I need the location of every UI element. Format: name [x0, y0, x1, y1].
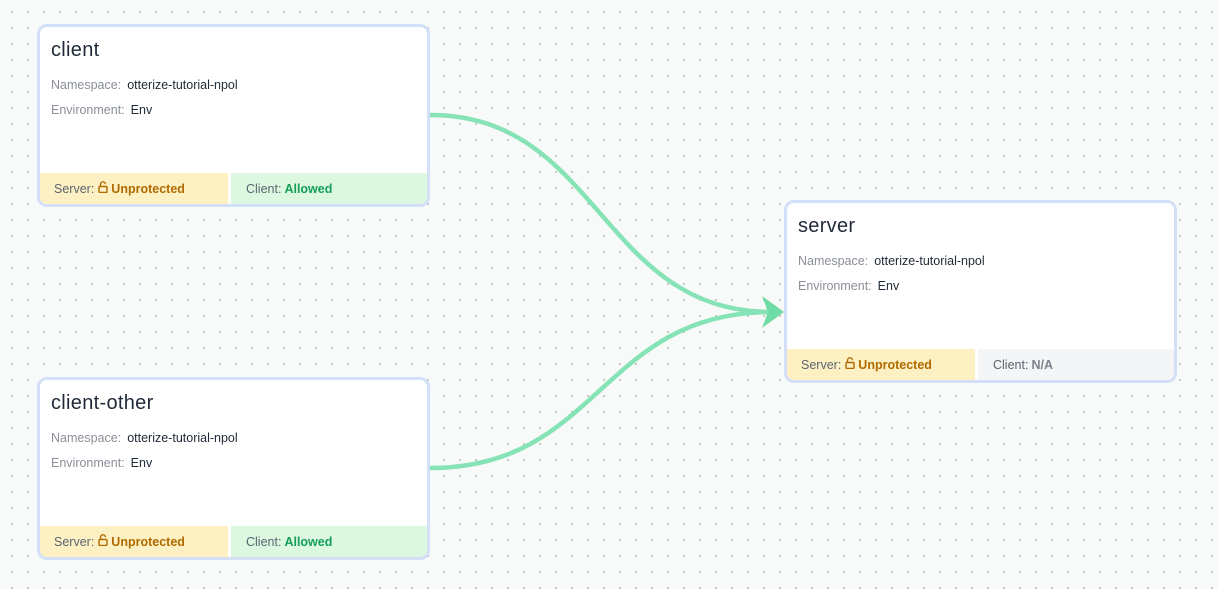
server-status-label: Server:	[801, 357, 842, 372]
namespace-row: Namespace: otterize-tutorial-npol	[51, 78, 238, 92]
status-bar: Server: Unprotected Client:Allowed	[40, 173, 427, 204]
client-status-label: Client:	[246, 181, 282, 196]
namespace-value: otterize-tutorial-npol	[874, 254, 985, 268]
environment-row: Environment: Env	[51, 456, 152, 470]
namespace-value: otterize-tutorial-npol	[127, 78, 238, 92]
server-status[interactable]: Server: Unprotected	[787, 349, 978, 380]
client-status-value: N/A	[1031, 357, 1053, 372]
client-status-value: Allowed	[284, 181, 333, 196]
server-status-value: Unprotected	[111, 534, 185, 549]
node-title: client	[51, 39, 100, 61]
environment-value: Env	[130, 456, 153, 470]
client-status[interactable]: Client:N/A	[978, 349, 1174, 380]
namespace-label: Namespace:	[51, 78, 122, 92]
server-status[interactable]: Server: Unprotected	[40, 526, 231, 557]
lock-open-icon	[845, 357, 855, 372]
node-client[interactable]: client Namespace:otterize-tutorial-npol …	[37, 24, 430, 207]
node-title: server	[798, 215, 856, 237]
environment-label: Environment:	[51, 103, 125, 117]
namespace-row: Namespace: otterize-tutorial-npol	[51, 431, 238, 445]
status-bar: Server: Unprotected Client:Allowed	[40, 526, 427, 557]
namespace-value: otterize-tutorial-npol	[127, 431, 238, 445]
lock-open-icon	[98, 181, 108, 196]
environment-label: Environment:	[51, 456, 125, 470]
client-status[interactable]: Client:Allowed	[231, 526, 427, 557]
arrow-head-icon	[762, 296, 784, 328]
server-status-label: Server:	[54, 181, 95, 196]
node-server[interactable]: server Namespace:otterize-tutorial-npol …	[784, 200, 1177, 383]
status-bar: Server: Unprotected Client:N/A	[787, 349, 1174, 380]
server-status-label: Server:	[54, 534, 95, 549]
environment-row: Environment: Env	[798, 279, 899, 293]
client-status-label: Client:	[246, 534, 282, 549]
edge-client-to-server[interactable]	[427, 112, 775, 315]
environment-row: Environment: Env	[51, 103, 152, 117]
client-status-label: Client:	[993, 357, 1029, 372]
namespace-label: Namespace:	[798, 254, 869, 268]
client-status[interactable]: Client:Allowed	[231, 173, 427, 204]
environment-label: Environment:	[798, 279, 872, 293]
server-status[interactable]: Server: Unprotected	[40, 173, 231, 204]
server-status-value: Unprotected	[111, 181, 185, 196]
client-status-value: Allowed	[284, 534, 333, 549]
server-status-value: Unprotected	[858, 357, 932, 372]
node-client-other[interactable]: client-other Namespace: otterize-tutorial…	[37, 377, 430, 560]
edge-client-other-to-server[interactable]	[427, 309, 775, 471]
lock-open-icon	[98, 534, 108, 549]
environment-value: Env	[877, 279, 900, 293]
environment-value: Env	[130, 103, 153, 117]
namespace-label: Namespace:	[51, 431, 122, 445]
namespace-row: Namespace: otterize-tutorial-npol	[798, 254, 985, 268]
node-title: client-other	[51, 392, 154, 414]
